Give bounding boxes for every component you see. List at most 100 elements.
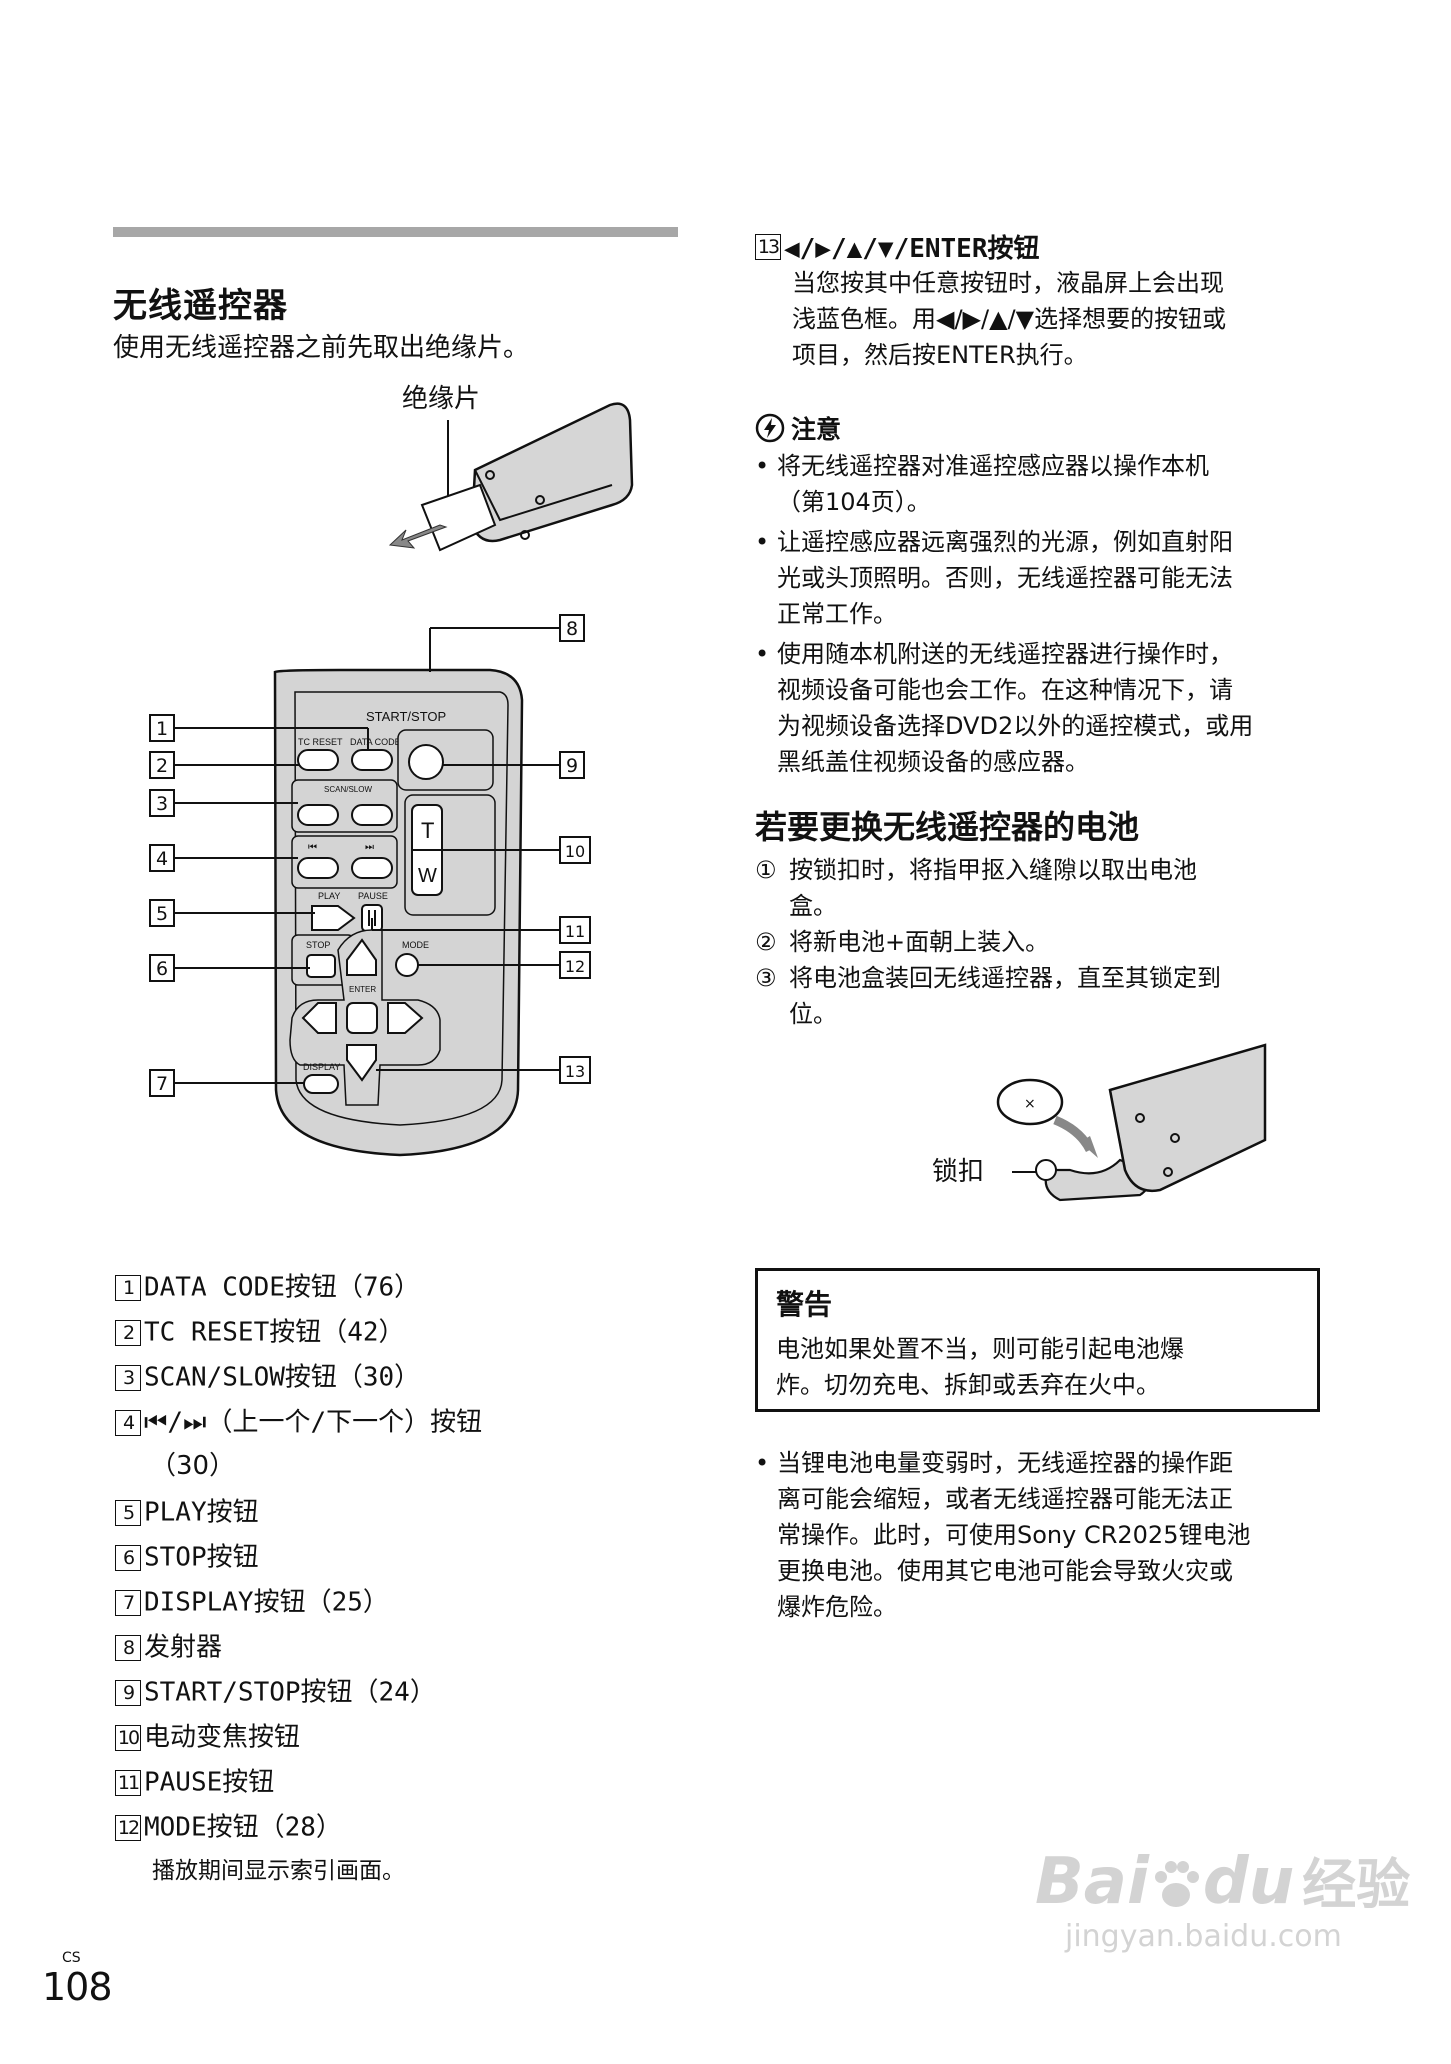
scan-rev-button[interactable] <box>297 804 339 826</box>
svg-text:2: 2 <box>156 755 168 777</box>
note-item: • 当锂电池电量变弱时，无线遥控器的操作距 离可能会缩短，或者无线遥控器可能无法… <box>755 1449 1251 1621</box>
enter-label: ENTER <box>349 985 376 994</box>
svg-text:9: 9 <box>566 755 578 777</box>
notes-list: •将无线遥控器对准遥控感应器以操作本机（第104页）。 •让遥控感应器远离强烈的… <box>755 448 1315 784</box>
data-code-button[interactable] <box>351 749 393 771</box>
warning-box: 警告 电池如果处置不当，则可能引起电池爆 炸。切勿充电、拆卸或丢弃在火中。 <box>755 1268 1320 1412</box>
lithium-note: • 当锂电池电量变弱时，无线遥控器的操作距 离可能会缩短，或者无线遥控器可能无法… <box>755 1445 1315 1629</box>
start-stop-label: START/STOP <box>366 709 446 724</box>
svg-text:12: 12 <box>565 957 585 976</box>
mode-button[interactable] <box>395 953 419 977</box>
svg-text:4: 4 <box>156 848 168 870</box>
svg-text:⏮: ⏮ <box>308 842 317 853</box>
zoom-t-label: T <box>421 818 434 843</box>
baidu-watermark: Bai du 经验 jingyan.baidu.com <box>1035 1845 1411 1954</box>
zoom-w-label: W <box>418 865 437 887</box>
callout-9 <box>559 751 585 779</box>
pause-label: PAUSE <box>358 891 388 901</box>
svg-text:8: 8 <box>566 618 578 640</box>
svg-text:1: 1 <box>156 718 168 740</box>
stop-button[interactable] <box>306 954 336 978</box>
callout-2 <box>149 751 175 779</box>
svg-text:⏭: ⏭ <box>365 842 374 853</box>
up-button[interactable] <box>346 938 377 976</box>
scan-fwd-button[interactable] <box>351 804 393 826</box>
section-intro: 使用无线遥控器之前先取出绝缘片。 <box>113 333 530 363</box>
lock-label: 锁扣 <box>932 1157 984 1187</box>
callout-5 <box>149 899 175 927</box>
play-button[interactable] <box>311 905 356 931</box>
notes-heading: 注意 <box>755 410 841 446</box>
callout-3 <box>149 789 175 817</box>
svg-text:7: 7 <box>156 1073 168 1095</box>
start-stop-button[interactable] <box>408 744 444 780</box>
display-button[interactable] <box>303 1074 339 1094</box>
down-button[interactable] <box>346 1044 377 1082</box>
callout-8 <box>559 614 585 642</box>
enter-button[interactable] <box>346 1002 378 1034</box>
callout-12 <box>559 951 591 979</box>
right-button[interactable] <box>387 1002 424 1034</box>
note-item: •让遥控感应器远离强烈的光源，例如直射阳光或头顶照明。否则，无线遥控器可能无法正… <box>755 528 1233 628</box>
callout-13 <box>559 1056 591 1084</box>
callout-6 <box>149 954 175 982</box>
next-button[interactable] <box>351 857 393 879</box>
warning-title: 警告 <box>776 1288 833 1321</box>
paw-icon <box>1154 1861 1199 1907</box>
item13-description: 当您按其中任意按钮时，液晶屏上会出现 浅蓝色框。用◀/▶/▲/▼选择想要的按钮或… <box>792 269 1227 369</box>
tc-reset-label: TC RESET <box>298 737 343 747</box>
coin-battery <box>996 1078 1064 1126</box>
caution-icon <box>755 413 785 443</box>
insulation-sheet-illustration: 绝缘片 <box>388 384 634 552</box>
callout-1 <box>149 714 175 742</box>
warning-text: 电池如果处置不当，则可能引起电池爆 炸。切勿充电、拆卸或丢弃在火中。 <box>776 1335 1184 1399</box>
svg-text:13: 13 <box>565 1062 585 1081</box>
callout-11 <box>559 916 591 944</box>
note-item: •使用随本机附送的无线遥控器进行操作时，视频设备可能也会工作。在这种情况下，请为… <box>755 640 1254 776</box>
battery-heading: 若要更换无线遥控器的电池 <box>755 808 1140 846</box>
svg-text:10: 10 <box>565 842 585 861</box>
svg-text:6: 6 <box>156 958 168 980</box>
remote-control-diagram: .lbl { font-family:"Liberation Sans","De… <box>149 614 591 1157</box>
footer-lang: CS <box>62 1950 81 1966</box>
list-item-subtext: 播放期间显示索引画面。 <box>152 1858 405 1884</box>
callout-4 <box>149 844 175 872</box>
callout-10 <box>559 836 591 864</box>
svg-text:×: × <box>1024 1096 1036 1112</box>
data-code-label: DATA CODE <box>350 737 401 747</box>
list-item: 4⏮/⏭（上一个/下一个）按钮 <box>115 1405 482 1440</box>
display-label: DISPLAY <box>303 1062 340 1072</box>
battery-illustration: 锁扣 × <box>932 1043 1267 1202</box>
section-title: 无线遥控器 <box>113 286 288 326</box>
scan-slow-label: SCAN/SLOW <box>324 785 372 794</box>
page-number: 108 <box>42 1965 113 2009</box>
svg-text:11: 11 <box>565 922 585 941</box>
left-button[interactable] <box>301 1002 337 1034</box>
note-item: •将无线遥控器对准遥控感应器以操作本机（第104页）。 <box>755 452 1209 516</box>
stop-label: STOP <box>306 940 330 950</box>
svg-text:5: 5 <box>156 903 168 925</box>
remote-back <box>1108 1043 1267 1193</box>
list-item-continuation: （30） <box>150 1451 236 1481</box>
play-label: PLAY <box>318 891 340 901</box>
tc-reset-button[interactable] <box>297 749 339 771</box>
callout-7 <box>149 1069 175 1097</box>
svg-text:3: 3 <box>156 793 168 815</box>
mode-label: MODE <box>402 940 429 950</box>
item13-heading: 13◀/▶/▲/▼/ENTER按钮 <box>755 228 1040 265</box>
insulation-label: 绝缘片 <box>402 384 480 414</box>
prev-button[interactable] <box>297 857 339 879</box>
